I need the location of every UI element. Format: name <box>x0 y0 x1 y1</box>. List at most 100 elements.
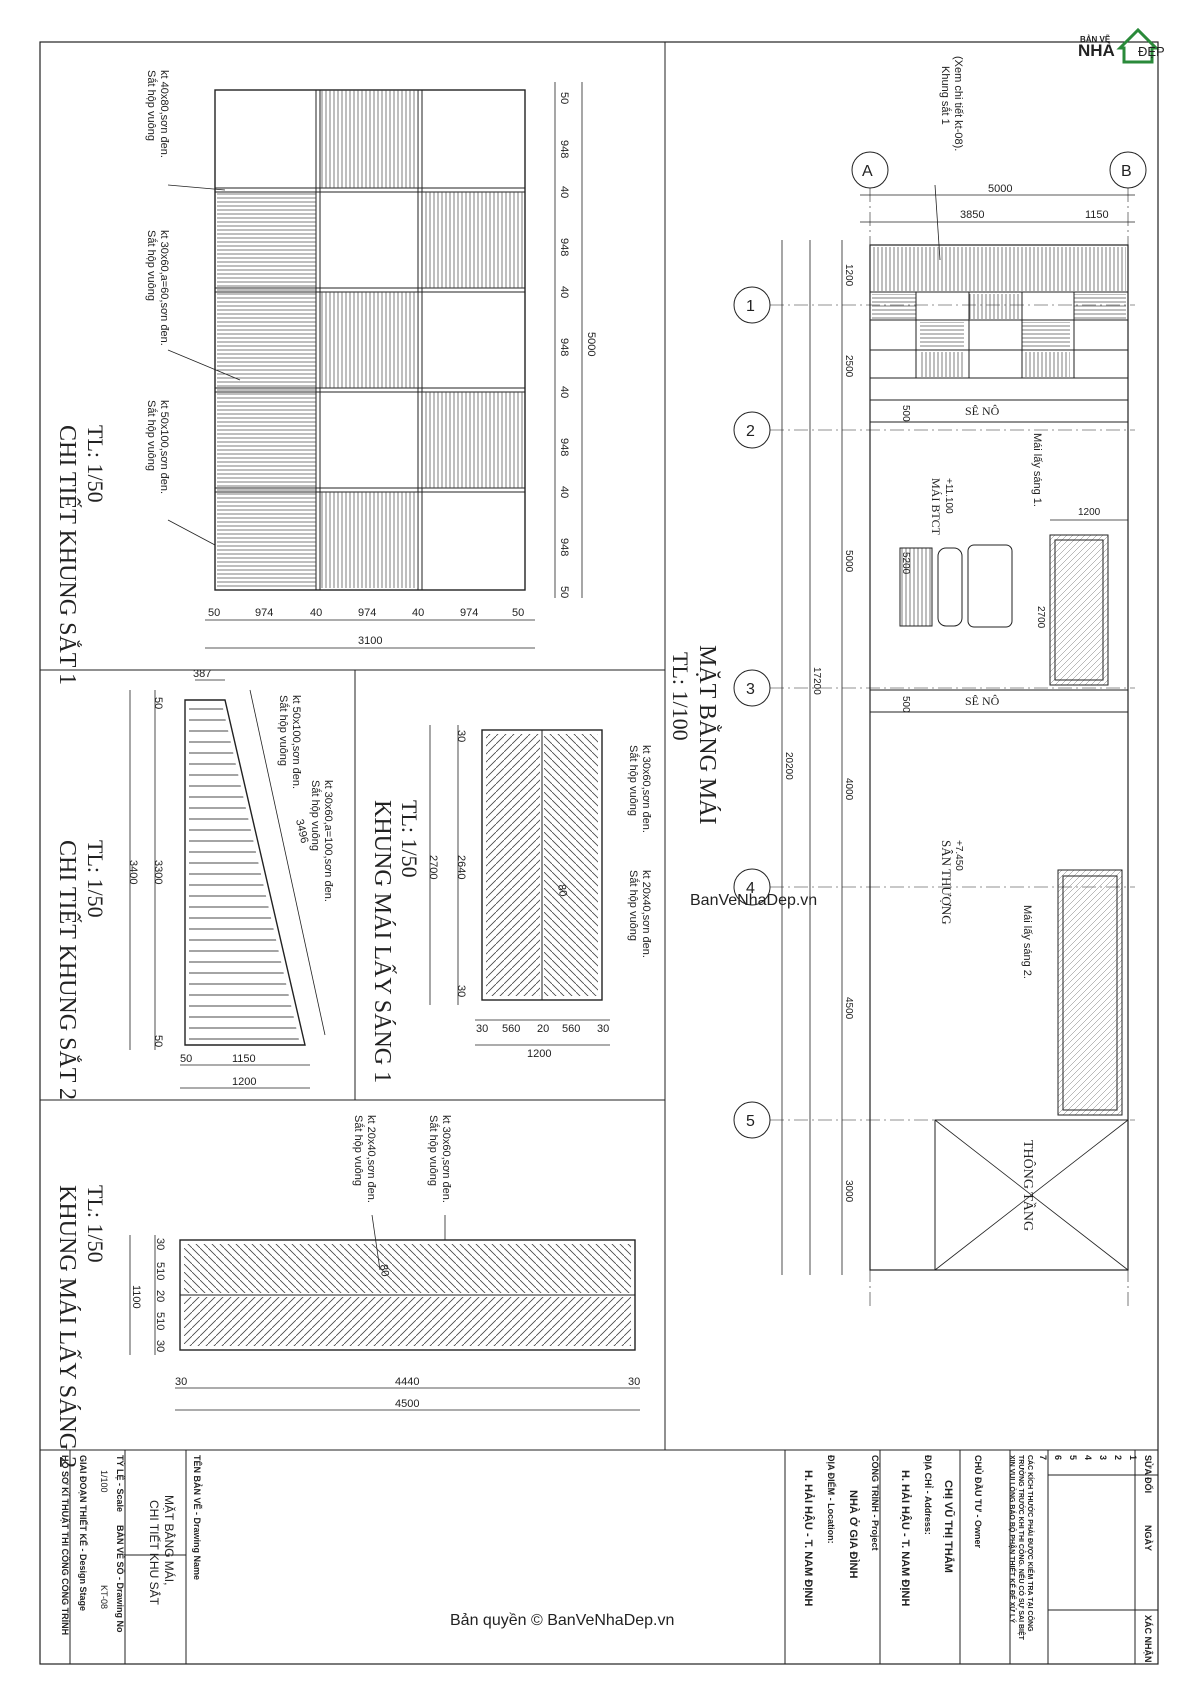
svg-text:THÔNG TẦNG: THÔNG TẦNG <box>1020 1140 1037 1231</box>
svg-text:TL: 1/50: TL: 1/50 <box>83 425 108 503</box>
svg-text:1150: 1150 <box>1085 209 1109 221</box>
khung-mai-1: 30 2640 30 2700 80 30 560 20 560 30 1200… <box>369 725 652 1083</box>
svg-text:kt 20x40,sơn đen.: kt 20x40,sơn đen. <box>640 870 652 958</box>
khung-mai-1-title: KHUNG MÁI LẤY SÁNG 1 <box>369 800 396 1083</box>
svg-text:CHỦ ĐẦU TƯ - Owner: CHỦ ĐẦU TƯ - Owner <box>973 1455 984 1548</box>
svg-text:Mái lấy sáng 1.: Mái lấy sáng 1. <box>1031 433 1043 507</box>
svg-text:3100: 3100 <box>358 635 382 647</box>
svg-text:BẢN VẼ SỐ - Drawing No: BẢN VẼ SỐ - Drawing No <box>115 1525 126 1633</box>
svg-text:30: 30 <box>455 985 467 997</box>
svg-text:GIAI ĐOẠN THIẾT KẾ - Design St: GIAI ĐOẠN THIẾT KẾ - Design Stage <box>78 1455 88 1611</box>
svg-text:3850: 3850 <box>960 209 984 221</box>
svg-text:Sắt hộp vuông: Sắt hộp vuông <box>145 400 158 471</box>
svg-text:7: 7 <box>1038 1455 1048 1460</box>
svg-text:Sắt hộp vuông: Sắt hộp vuông <box>427 1115 440 1186</box>
svg-text:560: 560 <box>562 1023 580 1035</box>
house-icon <box>1116 27 1160 64</box>
svg-text:kt 50x100,sơn đen.: kt 50x100,sơn đen. <box>290 695 302 789</box>
svg-text:6: 6 <box>1053 1455 1063 1460</box>
svg-text:40: 40 <box>310 607 322 619</box>
logo: BẢN VẼ NHÀ ĐẸP <box>1078 27 1165 64</box>
svg-text:1150: 1150 <box>232 1053 256 1065</box>
svg-text:1100: 1100 <box>130 1285 142 1309</box>
svg-text:974: 974 <box>358 607 376 619</box>
svg-text:2: 2 <box>746 423 755 440</box>
svg-text:5: 5 <box>746 1113 755 1130</box>
svg-text:40: 40 <box>558 486 570 498</box>
svg-text:30: 30 <box>628 1376 640 1388</box>
svg-text:974: 974 <box>255 607 273 619</box>
svg-text:30: 30 <box>455 730 467 742</box>
svg-text:TÊN BẢN VẼ - Drawing Name: TÊN BẢN VẼ - Drawing Name <box>192 1455 203 1580</box>
svg-text:3300: 3300 <box>152 860 164 884</box>
svg-text:A: A <box>862 163 873 180</box>
svg-text:17200: 17200 <box>811 667 822 695</box>
svg-text:948: 948 <box>558 140 570 158</box>
svg-text:kt 30x60,a=100,sơn đen.: kt 30x60,a=100,sơn đen. <box>322 780 334 902</box>
svg-text:SỬA ĐỔI: SỬA ĐỔI <box>1143 1455 1154 1493</box>
svg-text:510: 510 <box>154 1312 166 1330</box>
svg-text:KT-08: KT-08 <box>99 1585 109 1609</box>
svg-text:XIN VUI LÒNG BÁO BỘ PHẬN THIẾT: XIN VUI LÒNG BÁO BỘ PHẬN THIẾT KẾ ĐỂ XỬ … <box>1008 1455 1018 1623</box>
svg-text:30: 30 <box>175 1376 187 1388</box>
svg-text:3400: 3400 <box>127 860 139 884</box>
svg-text:+7.450: +7.450 <box>953 840 964 871</box>
svg-text:ĐỊA CHỈ - Address:: ĐỊA CHỈ - Address: <box>923 1455 934 1535</box>
svg-text:SÊ NÔ: SÊ NÔ <box>965 404 1000 418</box>
svg-text:Khung sắt 1: Khung sắt 1 <box>939 66 952 125</box>
svg-text:5000: 5000 <box>843 550 854 573</box>
svg-text:3: 3 <box>746 681 755 698</box>
svg-text:50: 50 <box>180 1053 192 1065</box>
svg-text:40: 40 <box>558 286 570 298</box>
svg-text:500: 500 <box>900 696 911 713</box>
svg-text:40: 40 <box>412 607 424 619</box>
svg-text:50: 50 <box>152 697 164 709</box>
mat-bang-mai: A B 1 2 3 4 5 5000 3850 1150 <box>668 56 1147 1310</box>
svg-text:TL: 1/50: TL: 1/50 <box>83 1185 108 1263</box>
svg-text:560: 560 <box>502 1023 520 1035</box>
svg-text:HỒ SƠ KĨ THUẬT THI CÔNG CÔNG T: HỒ SƠ KĨ THUẬT THI CÔNG CÔNG TRÌNH <box>60 1455 71 1635</box>
outer-border <box>39 41 1159 1665</box>
svg-text:TL: 1/100: TL: 1/100 <box>668 652 693 741</box>
svg-text:5: 5 <box>1068 1455 1078 1460</box>
svg-text:50: 50 <box>152 1035 164 1047</box>
svg-text:4440: 4440 <box>395 1376 419 1388</box>
svg-text:2500: 2500 <box>843 355 854 378</box>
svg-text:2: 2 <box>1113 1455 1123 1460</box>
svg-text:NGÀY: NGÀY <box>1143 1525 1153 1551</box>
khung-mai-2-title: KHUNG MÁI LẤY SÁNG 2 <box>54 1185 81 1468</box>
svg-text:kt 30x60,a=60,sơn đen.: kt 30x60,a=60,sơn đen. <box>158 230 170 346</box>
svg-text:CÔNG TRÌNH - Project: CÔNG TRÌNH - Project <box>870 1455 881 1551</box>
svg-text:20200: 20200 <box>783 752 794 780</box>
khung-sat-1-title: CHI TIẾT KHUNG SẮT 1 <box>54 425 81 685</box>
svg-text:3: 3 <box>1098 1455 1108 1460</box>
svg-text:2700: 2700 <box>427 855 439 879</box>
svg-text:1200: 1200 <box>1078 507 1101 518</box>
title-block: SỬA ĐỔI NGÀY XÁC NHẬN 1 2 3 4 5 6 7 CÁC … <box>40 1449 1158 1664</box>
svg-text:40: 40 <box>558 386 570 398</box>
svg-text:Sắt hộp vuông: Sắt hộp vuông <box>627 870 640 941</box>
svg-text:MẶT BẰNG MÁI,: MẶT BẰNG MÁI, <box>162 1495 177 1585</box>
svg-text:80: 80 <box>555 883 569 897</box>
logo-left-text: NHÀ <box>1078 41 1115 60</box>
khung-sat-2-title: CHI TIẾT KHUNG SẮT 2 <box>54 840 81 1100</box>
svg-text:(Xem chi tiết kt-08).: (Xem chi tiết kt-08). <box>952 56 964 151</box>
svg-text:1200: 1200 <box>843 264 854 287</box>
svg-text:Sắt hộp vuông: Sắt hộp vuông <box>145 230 158 301</box>
svg-text:XÁC NHẬN: XÁC NHẬN <box>1143 1615 1154 1663</box>
svg-text:Sắt hộp vuông: Sắt hộp vuông <box>309 780 322 851</box>
svg-text:974: 974 <box>460 607 478 619</box>
svg-text:1200: 1200 <box>527 1048 551 1060</box>
svg-text:Mái lấy sáng 2.: Mái lấy sáng 2. <box>1021 905 1033 979</box>
svg-text:4500: 4500 <box>395 1398 419 1410</box>
svg-text:20: 20 <box>154 1290 166 1302</box>
watermark-bottom: Bản quyền © BanVeNhaDep.vn <box>450 1612 674 1629</box>
svg-text:TRƯỜNG TRƯỚC KHI THI CÔNG. NẾU: TRƯỜNG TRƯỚC KHI THI CÔNG. NẾU CÓ SỰ SAI… <box>1017 1455 1027 1641</box>
svg-text:50: 50 <box>558 586 570 598</box>
svg-text:1/100: 1/100 <box>99 1470 109 1493</box>
svg-text:NHÀ Ở GIA ĐÌNH: NHÀ Ở GIA ĐÌNH <box>847 1490 860 1578</box>
svg-text:387: 387 <box>193 668 211 680</box>
svg-text:4000: 4000 <box>843 778 854 801</box>
svg-text:2640: 2640 <box>455 855 467 879</box>
